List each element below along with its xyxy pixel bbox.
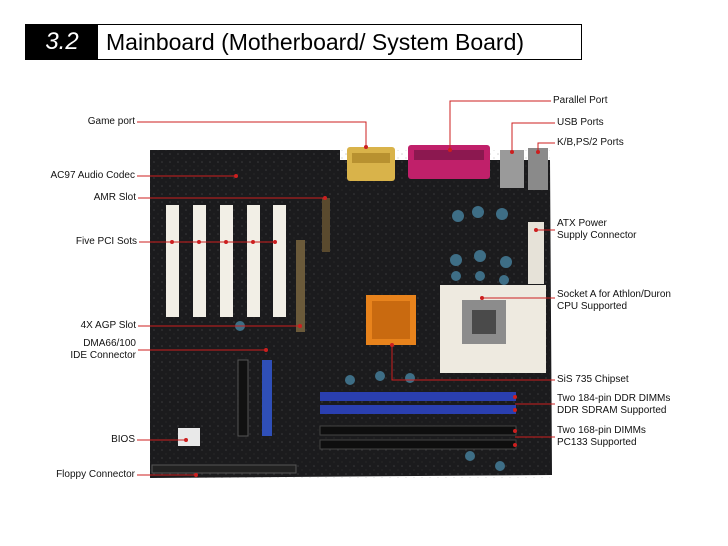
label-five-pci-slots: Five PCI Sots: [76, 236, 137, 248]
ddr-dimm-slot-1: [320, 392, 516, 401]
label-line: DDR SDRAM Supported: [557, 405, 667, 416]
label-line: Game port: [87, 116, 135, 127]
pci-slot-5: [273, 205, 286, 317]
parallel-port-pins: [414, 150, 484, 160]
floppy-connector-header: [151, 464, 297, 474]
label-atx-power: ATX Power Supply Connector: [557, 218, 637, 242]
label-line: PC133 Supported: [557, 437, 637, 448]
label-line: Parallel Port: [553, 95, 608, 106]
usb-ports-connector: [500, 150, 524, 188]
chipset-heatsink-fins: [372, 301, 410, 339]
leader-dots-right: [390, 148, 540, 447]
label-line: Two 184-pin DDR DIMMs: [557, 393, 671, 404]
pci-slot-4: [247, 205, 260, 317]
amr-slot-connector: [322, 198, 330, 252]
label-line: AMR Slot: [93, 192, 136, 203]
agp-slot-connector: [296, 240, 305, 332]
game-port-pins: [352, 153, 390, 163]
label-line: CPU Supported: [557, 301, 628, 312]
pci-slot-3: [220, 205, 233, 317]
cpu-socket-core: [472, 310, 496, 334]
label-line: ATX Power: [557, 218, 607, 229]
ide-connector-secondary: [237, 359, 249, 437]
pci-slot-2: [193, 205, 206, 317]
ddr-dimm-slot-2: [320, 405, 516, 414]
label-line: Supply Connector: [557, 230, 637, 241]
label-line: Five PCI Sots: [75, 236, 137, 247]
label-socket-a: Socket A for Athlon/Duron CPU Supported: [557, 289, 671, 313]
label-sdram-dimms: Two 168-pin DIMMs PC133 Supported: [557, 425, 646, 449]
label-line: USB Ports: [557, 117, 604, 128]
label-line: BIOS: [111, 434, 135, 445]
label-kb-ps2-ports: K/B,PS/2 Ports: [557, 137, 624, 149]
label-line: K/B,PS/2 Ports: [557, 137, 624, 148]
label-line: Socket A for Athlon/Duron: [557, 289, 671, 300]
label-line: DMA66/100: [83, 338, 136, 349]
ide-connector-primary: [262, 360, 272, 436]
label-game-port: Game port: [88, 116, 135, 128]
label-ddr-dimms: Two 184-pin DDR DIMMs DDR SDRAM Supporte…: [557, 393, 670, 417]
slide-title: Mainboard (Motherboard/ System Board): [106, 29, 525, 55]
label-usb-ports: USB Ports: [557, 117, 604, 129]
label-agp-slot: 4X AGP Slot: [81, 320, 136, 332]
label-bios: BIOS: [111, 434, 135, 446]
atx-power-connector: [528, 222, 544, 284]
label-ide-connector: DMA66/100 IDE Connector: [70, 338, 136, 362]
ps2-ports-connector: [528, 148, 548, 190]
capacitors: [235, 206, 512, 471]
slide-header: 3.2 Mainboard (Motherboard/ System Board…: [25, 24, 582, 60]
label-line: SiS 735 Chipset: [557, 374, 629, 385]
label-line: 4X AGP Slot: [80, 320, 136, 331]
sdram-dimm-slot-1: [319, 425, 517, 436]
label-line: AC97 Audio Codec: [50, 170, 135, 181]
label-line: Two 168-pin DIMMs: [557, 425, 646, 436]
section-number: 3.2: [26, 25, 98, 59]
label-parallel-port: Parallel Port: [553, 95, 607, 107]
label-amr-slot: AMR Slot: [94, 192, 136, 204]
game-port-connector: [347, 147, 395, 181]
label-line: IDE Connector: [70, 350, 136, 361]
leader-lines-right: [391, 100, 555, 438]
sdram-dimm-slot-2: [319, 439, 517, 450]
label-sis-chipset: SiS 735 Chipset: [557, 374, 629, 386]
label-floppy-connector: Floppy Connector: [56, 469, 135, 481]
label-line: Floppy Connector: [56, 469, 135, 480]
pci-slot-1: [166, 205, 179, 317]
label-ac97-audio-codec: AC97 Audio Codec: [50, 170, 135, 182]
bios-chip: [178, 428, 200, 446]
leader-dots-left: [170, 145, 368, 477]
